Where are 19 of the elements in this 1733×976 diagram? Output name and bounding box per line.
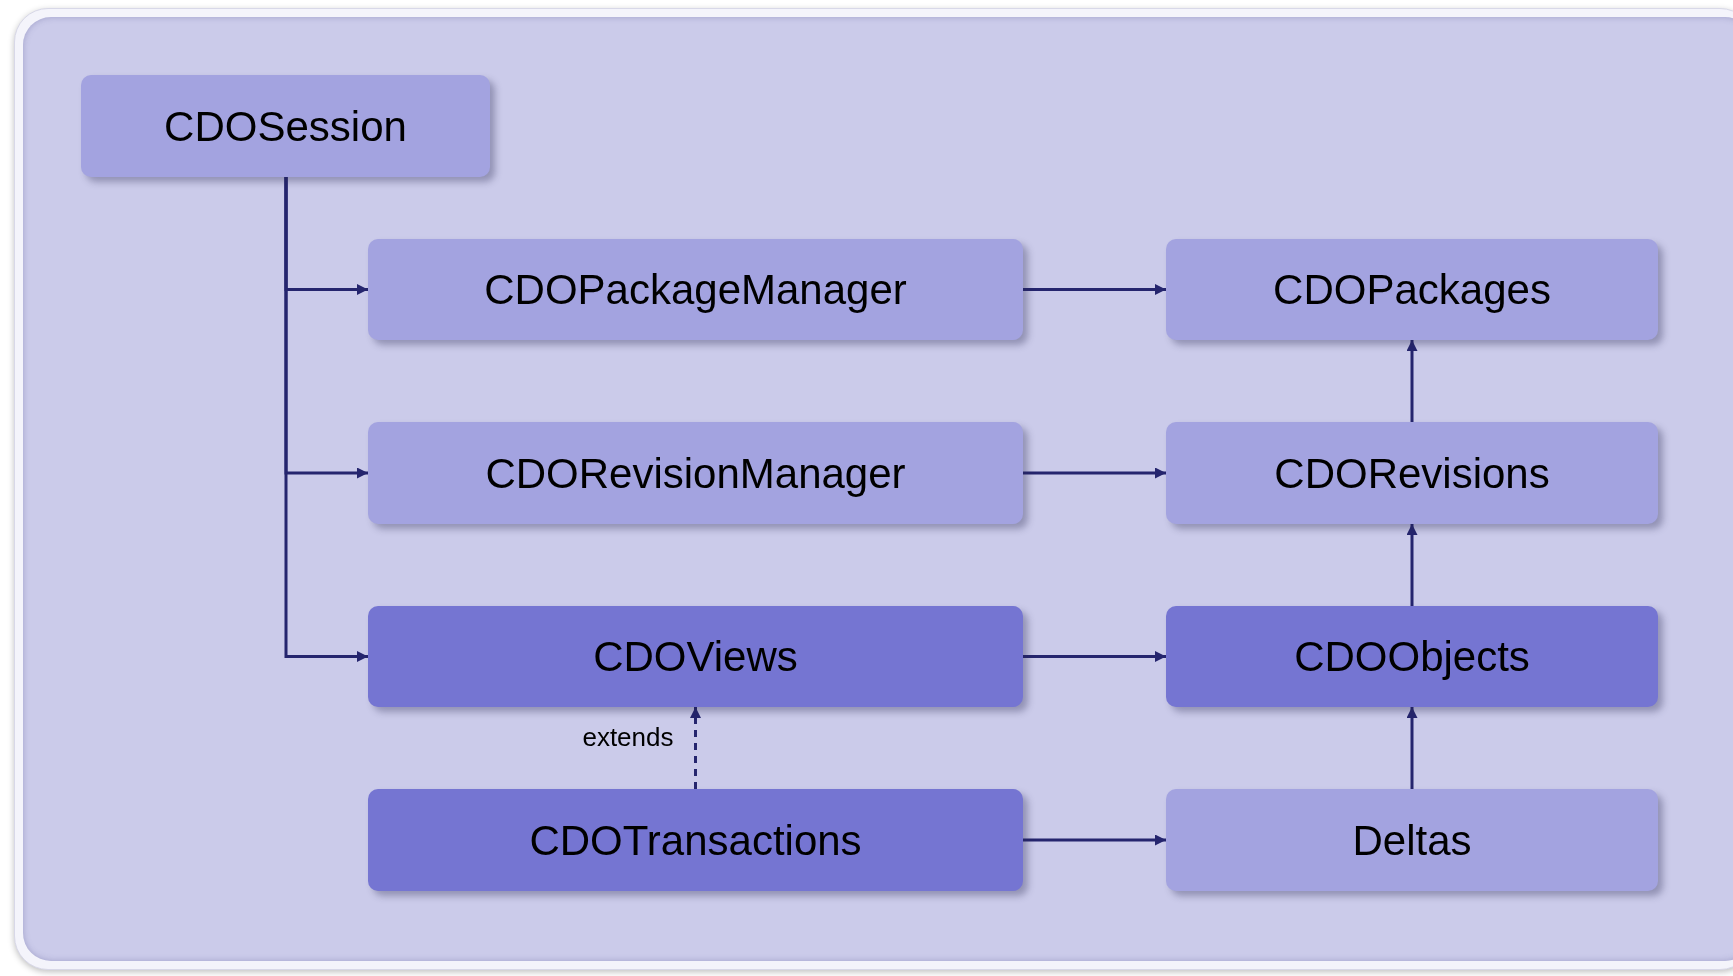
arrow [1023, 651, 1166, 662]
class-box: CDORevisionManager [368, 422, 1023, 524]
arrow [1406, 524, 1418, 606]
arrow [284, 177, 368, 662]
class-box: CDOObjects [1166, 606, 1658, 707]
class-box: CDOSession [81, 75, 490, 177]
arrow [1406, 340, 1418, 422]
class-box: CDOTransactions [368, 789, 1023, 891]
arrow [1023, 284, 1166, 295]
arrow [690, 707, 701, 789]
class-box: CDOPackageManager [368, 239, 1023, 340]
arrow [1023, 834, 1166, 846]
class-box: CDOPackages [1166, 239, 1658, 340]
edge-label: extends [582, 721, 674, 754]
arrow [1023, 467, 1166, 479]
class-box: CDOViews [368, 606, 1023, 707]
class-box: CDORevisions [1166, 422, 1658, 524]
arrow [1406, 707, 1418, 789]
class-box: Deltas [1166, 789, 1658, 891]
